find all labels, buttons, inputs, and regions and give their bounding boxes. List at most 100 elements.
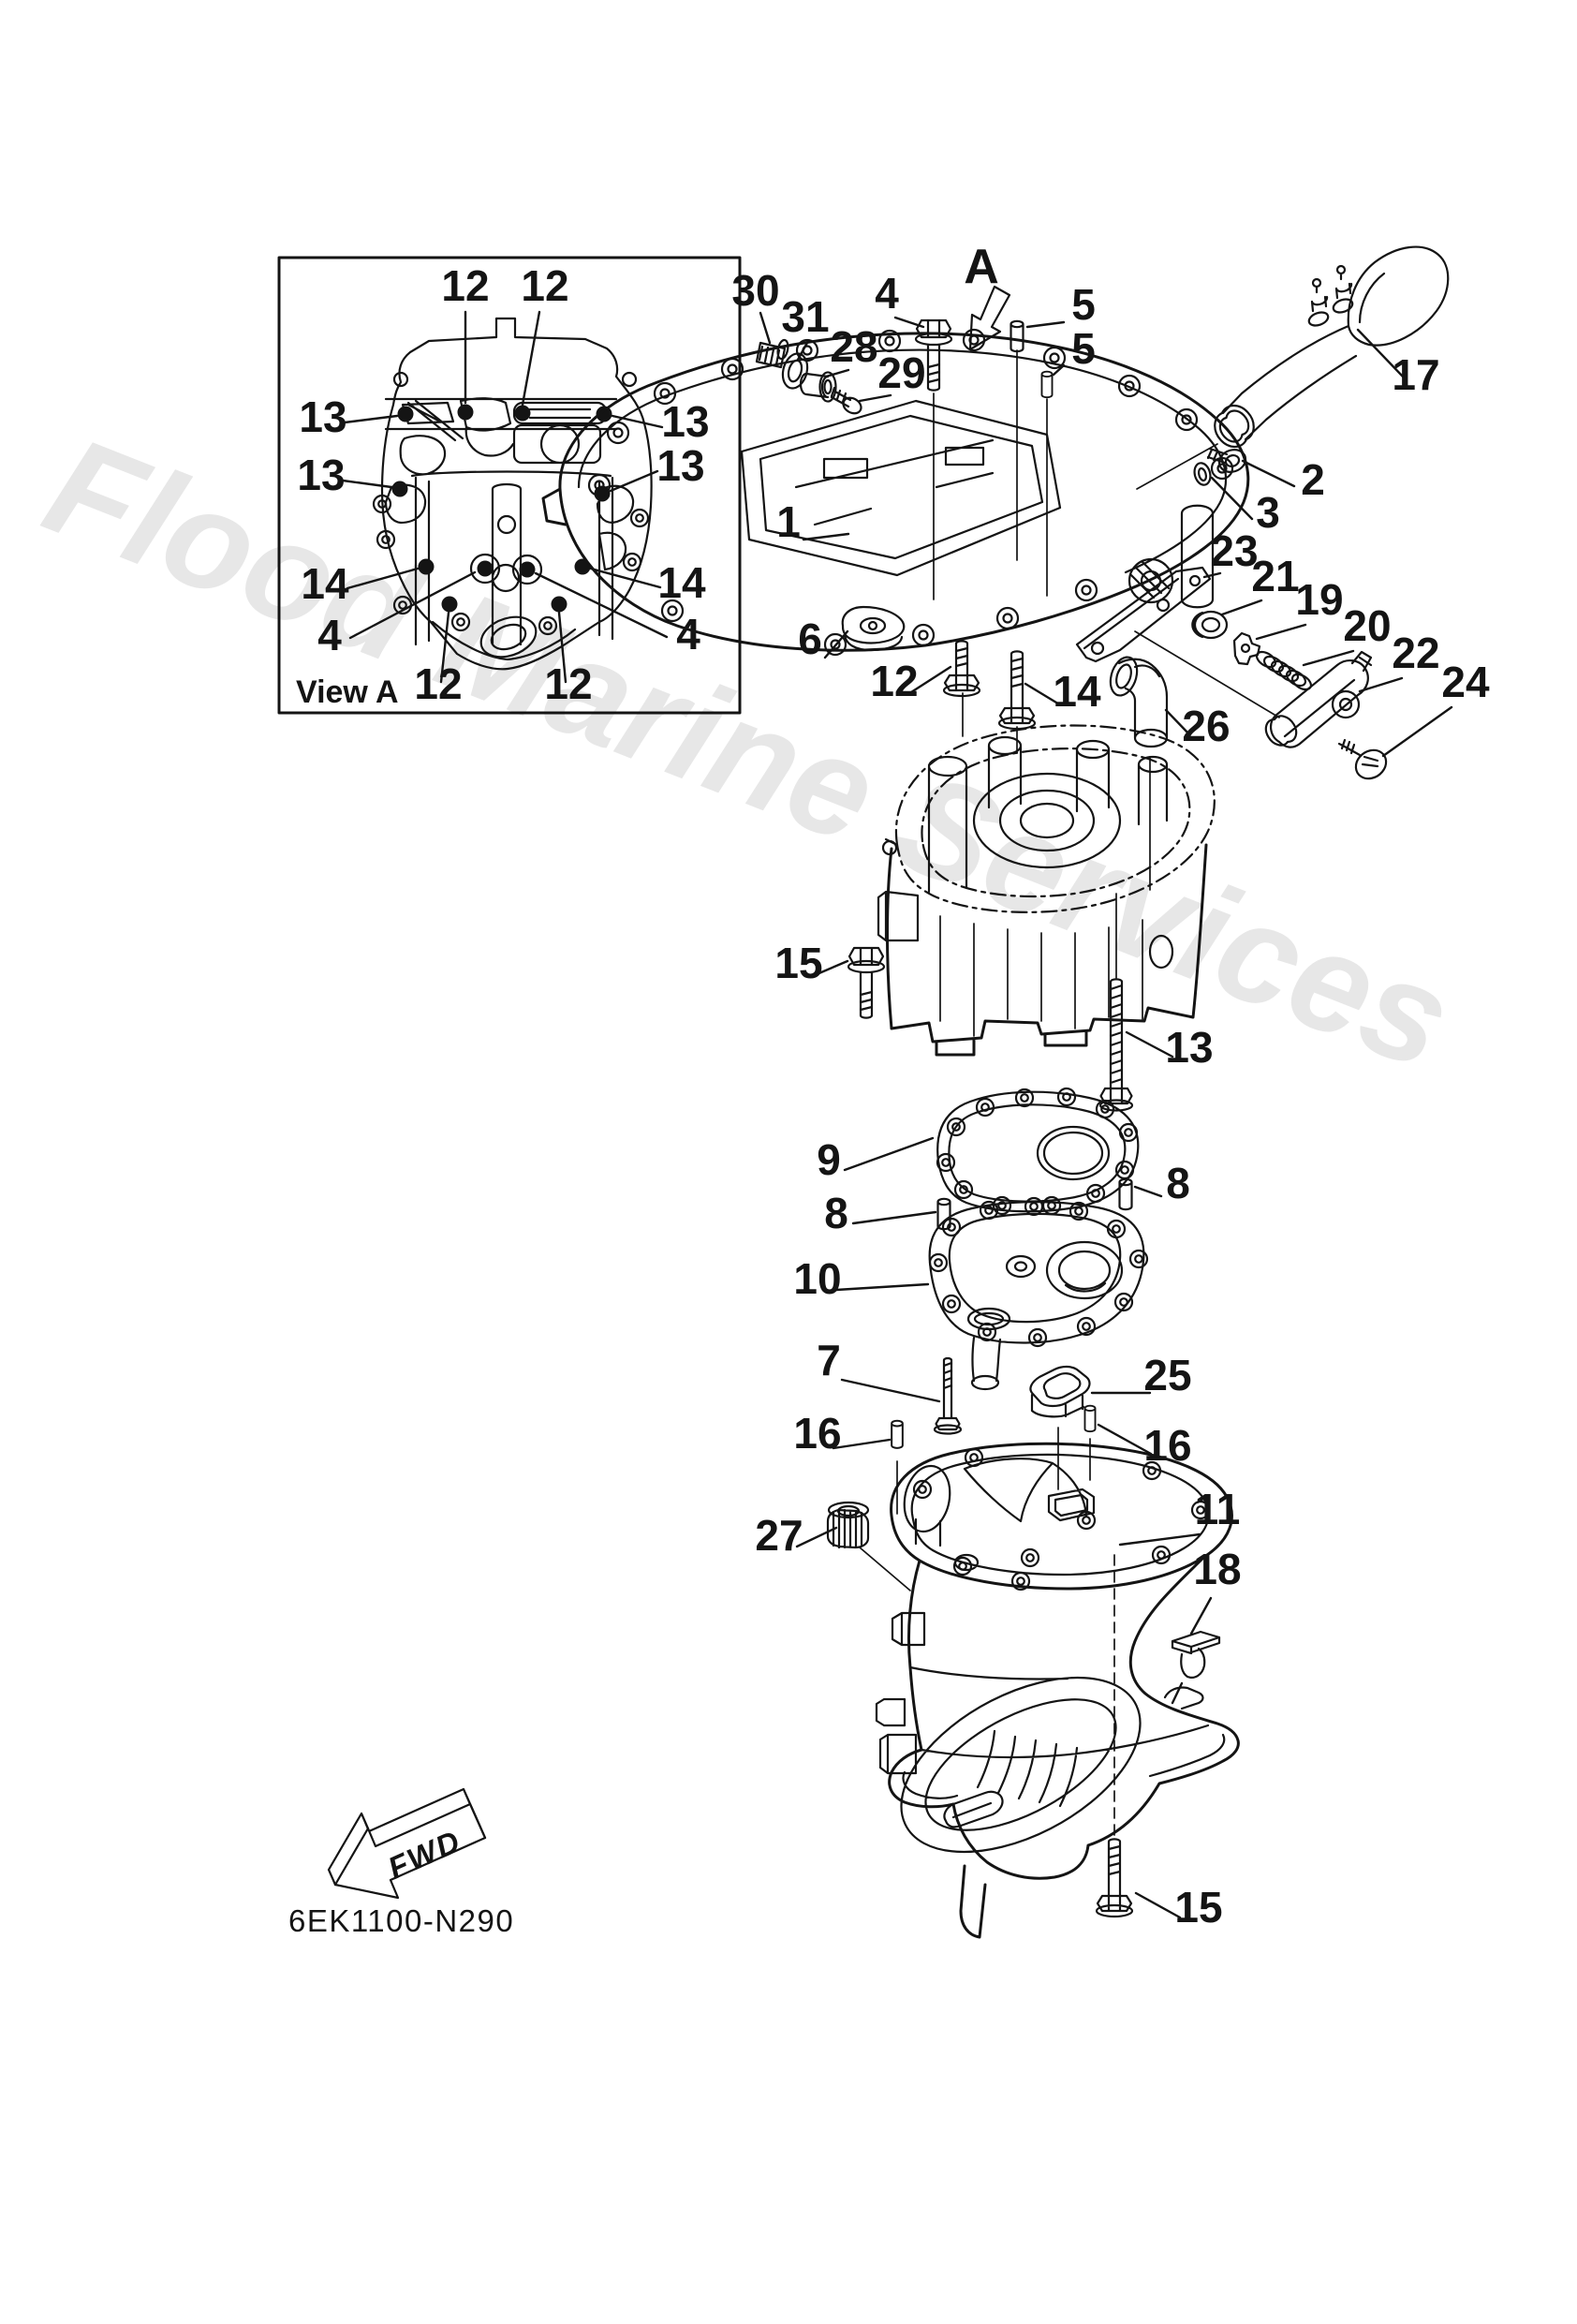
bolt-hole — [953, 1179, 974, 1200]
washer-3 — [1193, 462, 1212, 486]
callout-16: 16 — [793, 1409, 841, 1458]
lower-casing-11 — [875, 1442, 1240, 1939]
casing-body — [886, 843, 1208, 1057]
bolt-hole — [1118, 1122, 1139, 1143]
position-dot — [391, 481, 408, 497]
callout-21: 21 — [1251, 552, 1299, 600]
position-dot — [519, 561, 536, 578]
callout-14: 14 — [301, 559, 349, 608]
callout-16: 16 — [1143, 1421, 1191, 1470]
callout-25: 25 — [1143, 1351, 1191, 1399]
plug-21 — [1191, 610, 1229, 640]
inset-gasket-details — [384, 397, 635, 659]
dowel-pin-5 — [1010, 319, 1024, 353]
grommet-nut-27 — [826, 1501, 870, 1549]
watermark-text: Flood Marine Services — [26, 406, 1471, 1099]
carrying-handle-17 — [1214, 245, 1450, 449]
dowel-pin-16 — [891, 1419, 904, 1449]
exhaust-cover-10 — [928, 1196, 1149, 1391]
mount-damper-6 — [841, 605, 906, 652]
bolt-hole — [928, 1252, 949, 1273]
callout-14: 14 — [657, 558, 706, 607]
bolt-13-long — [1098, 978, 1134, 1112]
callout-5: 5 — [1071, 324, 1096, 373]
callout-29: 29 — [877, 348, 925, 397]
callout-10: 10 — [793, 1254, 841, 1303]
bolt-hole — [1020, 1547, 1040, 1568]
inset-gasket-outline — [380, 317, 653, 671]
callout-27: 27 — [755, 1511, 803, 1560]
callout-8: 8 — [824, 1189, 848, 1237]
bolt-hole — [936, 1152, 956, 1173]
bolt-hole — [911, 623, 936, 647]
view-a-inset: 12 12 13 13 13 13 14 14 4 4 12 12 View A — [277, 256, 742, 715]
callout-30: 30 — [731, 266, 779, 315]
assembly-guide-lines — [859, 349, 1280, 1591]
plug-30 — [755, 338, 789, 369]
bolt-14 — [997, 650, 1037, 731]
callout-18: 18 — [1193, 1545, 1241, 1593]
callout-28: 28 — [830, 322, 877, 371]
callout-22: 22 — [1392, 629, 1439, 677]
upper-casing-outline — [541, 332, 1250, 652]
bolt-hole — [606, 421, 630, 445]
callout-19: 19 — [1295, 575, 1343, 624]
bolt-15 — [847, 946, 886, 1019]
leader-lines-top — [759, 311, 1405, 541]
callout-1: 1 — [776, 497, 801, 546]
upper-casing-details — [577, 348, 1228, 609]
bolt-hole — [1027, 1327, 1048, 1348]
callout-12: 12 — [441, 261, 489, 310]
callout-13: 13 — [299, 392, 346, 441]
gasket-plate-23 — [1075, 566, 1212, 663]
position-dot — [457, 404, 474, 421]
gasket-9 — [936, 1087, 1140, 1216]
callout-12: 12 — [414, 659, 462, 708]
bolt-15 — [1095, 1838, 1134, 1918]
callout-31: 31 — [781, 292, 829, 341]
callout-12: 12 — [870, 657, 918, 705]
leader-lines-bottom — [795, 1282, 1213, 1919]
detent-19 — [1232, 631, 1261, 666]
callout-15: 15 — [1174, 1883, 1222, 1932]
bolt-hole — [941, 1294, 962, 1314]
bolt-hole — [1042, 346, 1067, 370]
callout-12: 12 — [544, 659, 592, 708]
callout-20: 20 — [1343, 601, 1391, 650]
position-dot — [514, 405, 531, 422]
leader-lines-middle — [813, 629, 1191, 1225]
bolt-hole — [977, 1322, 997, 1342]
leader-lines-right — [1202, 571, 1453, 758]
drain-plug-parts — [755, 338, 862, 415]
callout-6: 6 — [798, 614, 822, 663]
position-dot — [441, 596, 458, 613]
hose-26 — [1109, 656, 1169, 748]
inset-caption: View A — [296, 674, 399, 710]
bolt-hole — [1128, 1249, 1149, 1269]
callout-9: 9 — [817, 1135, 841, 1184]
callout-13: 13 — [1165, 1023, 1213, 1072]
upper-casing-part-1 — [541, 328, 1250, 657]
callout-24: 24 — [1441, 658, 1490, 706]
bolt-hole — [629, 508, 650, 528]
callout-14: 14 — [1053, 667, 1101, 716]
callout-3: 3 — [1256, 488, 1280, 537]
callout-11: 11 — [1195, 1485, 1241, 1533]
callout-17: 17 — [1392, 350, 1439, 399]
casing-bore — [972, 772, 1122, 869]
bolt-hole — [964, 1447, 984, 1468]
spring-20 — [1255, 650, 1313, 691]
callout-7: 7 — [817, 1336, 841, 1384]
bolt-hole — [622, 552, 642, 572]
casing-side-features — [877, 837, 1174, 970]
middle-casing — [877, 724, 1216, 1057]
callout-8: 8 — [1166, 1159, 1190, 1207]
dowel-pin-16 — [1083, 1404, 1097, 1433]
casing-towers — [927, 735, 1169, 894]
callout-23: 23 — [1210, 526, 1258, 575]
callout-4: 4 — [317, 611, 342, 659]
grease-nipples — [1307, 264, 1354, 327]
callout-26: 26 — [1182, 702, 1230, 750]
